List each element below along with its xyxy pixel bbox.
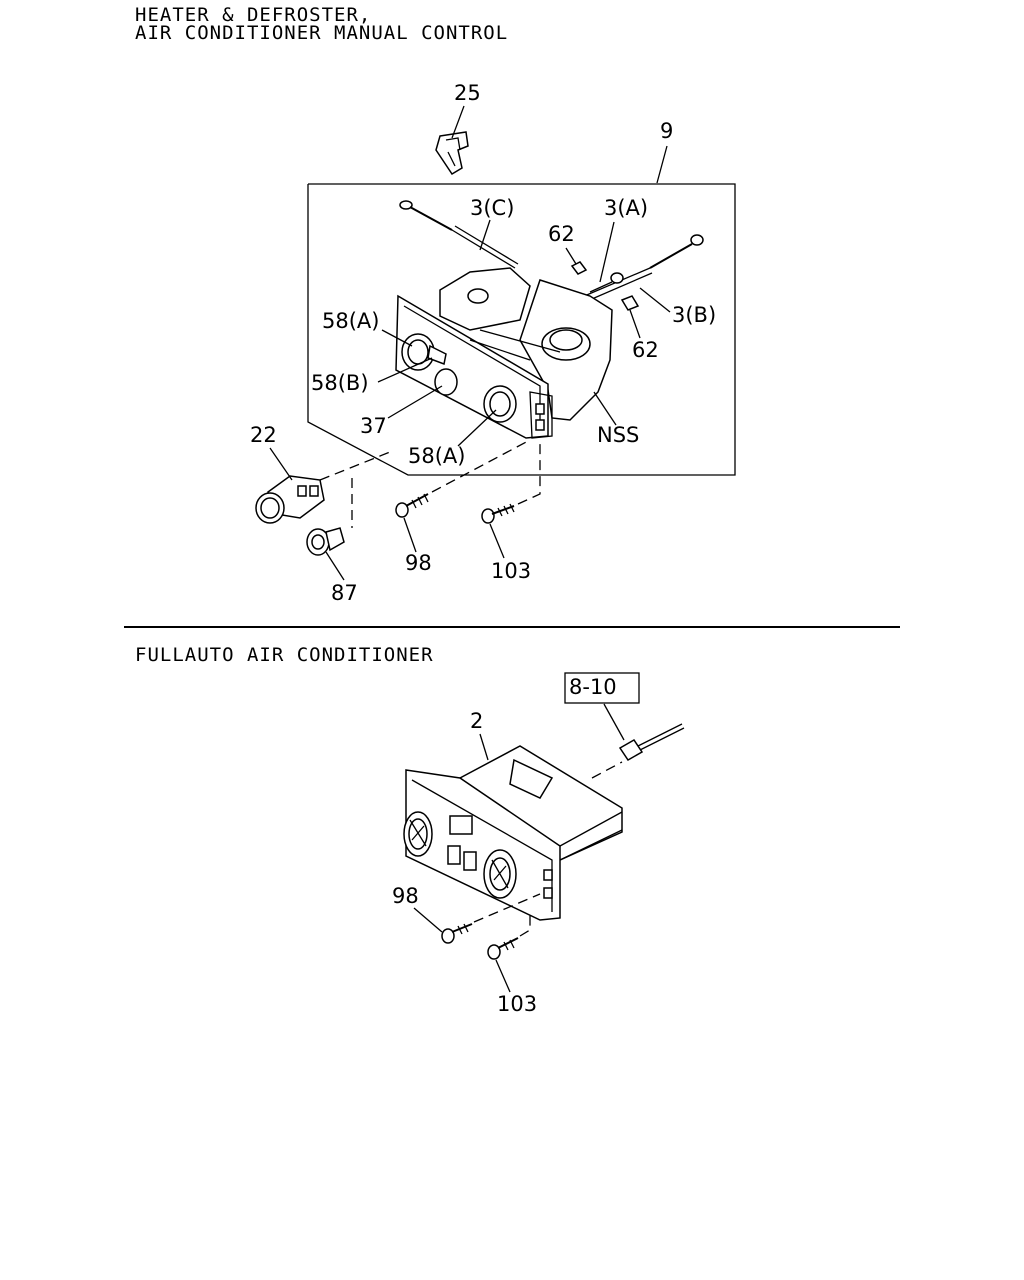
leader-2: [479, 733, 489, 761]
callout-103-bottom: 103: [497, 992, 538, 1016]
pin-62-bottom: [620, 295, 640, 311]
callout-9: 9: [660, 119, 674, 143]
leader-103-bottom: [495, 959, 511, 993]
section1-title-line1: HEATER & DEFROSTER,: [135, 4, 372, 26]
callout-22: 22: [250, 423, 277, 447]
callout-98-bottom: 98: [392, 884, 419, 908]
dash-line-103: [517, 440, 541, 505]
callout-nss: NSS: [597, 423, 640, 447]
callout-87: 87: [331, 581, 358, 605]
pin-62-top: [570, 261, 588, 275]
section1-title-line2: AIR CONDITIONER MANUAL CONTROL: [135, 22, 509, 44]
dash-line-22: [319, 451, 391, 481]
leader-98-top: [403, 517, 417, 553]
callout-98-top: 98: [405, 551, 432, 575]
callout-25: 25: [454, 81, 481, 105]
leader-3a: [599, 221, 615, 283]
leader-98-bottom: [413, 907, 443, 933]
leader-37: [387, 385, 443, 419]
callout-37: 37: [360, 414, 387, 438]
part-22-switch: [255, 475, 325, 524]
cable-3a-3b: [574, 234, 704, 306]
dash-line-98: [431, 439, 531, 493]
callout-58a-top: 58(A): [322, 309, 380, 333]
callout-58a-bottom: 58(A): [408, 444, 466, 468]
fullauto-control-unit: [403, 745, 623, 921]
callout-3a: 3(A): [604, 196, 649, 220]
leader-58b: [377, 357, 433, 383]
leader-62-top: [565, 247, 577, 265]
screw-103-top: [481, 503, 515, 524]
dash-line-103-bottom: [519, 910, 531, 937]
assembly-frame: [307, 183, 736, 476]
leader-62-bottom: [629, 309, 641, 339]
leader-nss: [593, 391, 617, 426]
part-87-bezel: [306, 527, 345, 556]
manual-control-unit: [395, 267, 613, 439]
leader-3b: [639, 287, 671, 313]
leader-22: [269, 447, 293, 481]
dash-line-connector: [591, 761, 623, 779]
leader-8-10: [603, 703, 625, 741]
callout-3c: 3(C): [470, 196, 515, 220]
screw-98-top: [395, 493, 429, 518]
leader-3c: [479, 219, 491, 251]
screw-103-bottom: [487, 937, 519, 960]
leader-9: [656, 145, 668, 184]
leader-58a-bottom: [457, 409, 497, 447]
leader-25: [451, 105, 465, 139]
leader-58a-top: [381, 329, 413, 347]
part-25-clip: [435, 131, 469, 176]
section2-title: FULLAUTO AIR CONDITIONER: [135, 644, 434, 666]
connector-8-10: [618, 723, 685, 761]
ref-box-8-10: [564, 672, 640, 704]
leader-87: [325, 551, 345, 581]
callout-3b: 3(B): [672, 303, 717, 327]
callout-62-top: 62: [548, 222, 575, 246]
leader-103-top: [489, 523, 505, 559]
cable-3c: [399, 200, 519, 269]
callout-58b: 58(B): [311, 371, 369, 395]
callout-2: 2: [470, 709, 484, 733]
callout-103-top: 103: [491, 559, 532, 583]
callout-8-10: 8-10: [569, 675, 617, 699]
dash-line-98-bottom: [473, 893, 541, 923]
callout-62-bottom: 62: [632, 338, 659, 362]
screw-98-bottom: [441, 923, 473, 944]
